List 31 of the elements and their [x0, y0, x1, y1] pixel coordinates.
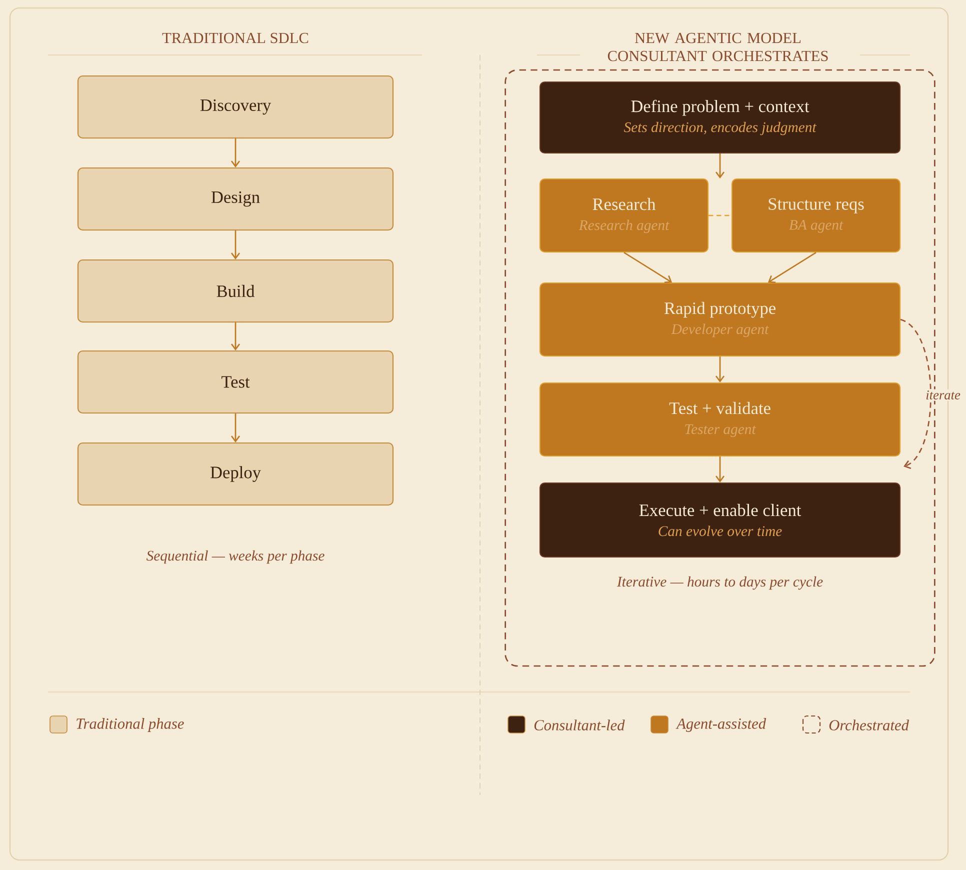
- agent-step-box: Research Research agent: [539, 178, 709, 253]
- edge-label: iterate: [924, 389, 962, 401]
- process-box: Deploy: [77, 442, 394, 506]
- consultant-step-box: Define problem + context Sets direction, encodes judgment: [539, 81, 901, 154]
- arrow: [715, 356, 725, 382]
- arrow: [230, 322, 240, 350]
- arrow: [230, 230, 240, 260]
- caption: Iterative — hours to days per cycle: [616, 576, 823, 590]
- agent-step-box: Rapid prototype Developer agent: [539, 282, 901, 357]
- process-box: Test: [77, 350, 394, 414]
- arrow: [715, 456, 725, 482]
- arrow: [230, 138, 240, 168]
- arrow: [715, 154, 725, 178]
- consultant-step-box: Execute + enable client Can evolve over time: [539, 482, 901, 558]
- connector-line: [708, 214, 732, 216]
- arrow: [624, 252, 672, 284]
- process-box: Build: [77, 259, 394, 323]
- legend-label: Orchestrated: [829, 720, 909, 730]
- legend-label: Agent-assisted: [676, 718, 766, 732]
- caption: Sequential — weeks per phase: [146, 550, 324, 564]
- agent-step-box: Structure reqs BA agent: [731, 178, 901, 253]
- agent-step-box: Test + validate Tester agent: [539, 382, 901, 457]
- legend-label: Traditional phase: [76, 718, 184, 732]
- column-heading: TRADITIONAL SDLC: [162, 32, 308, 44]
- arrow: [900, 318, 932, 470]
- legend-label: Consultant-led: [534, 720, 625, 730]
- column-heading: NEW AGENTIC MODEL CONSULTANT ORCHESTRATES: [608, 32, 828, 62]
- arrow: [768, 252, 816, 284]
- process-box: Discovery: [77, 75, 394, 139]
- process-box: Design: [77, 167, 394, 231]
- arrow: [230, 414, 240, 442]
